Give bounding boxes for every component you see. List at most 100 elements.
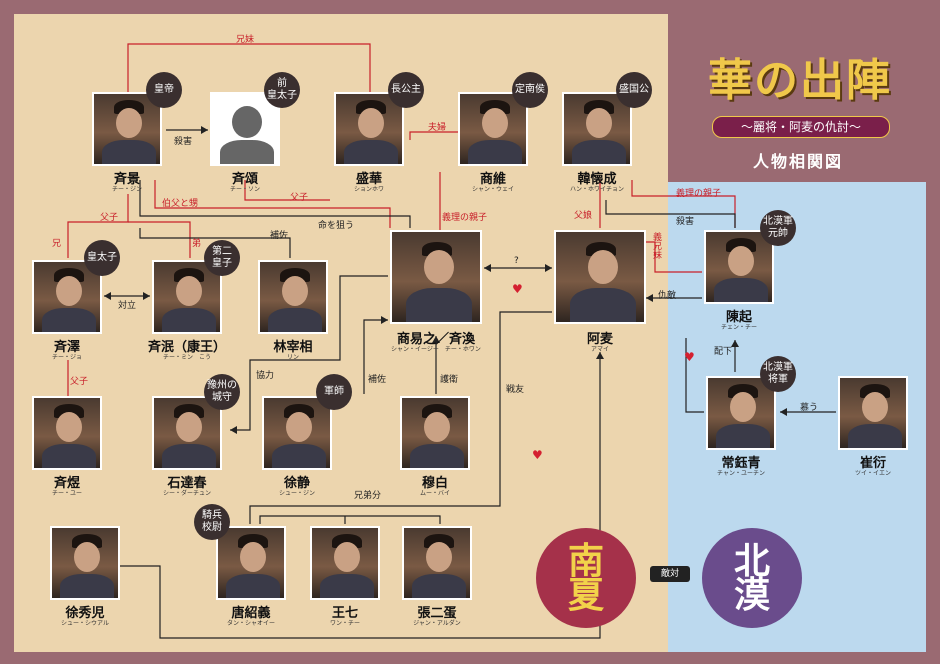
reading-qisong: チー・ソン <box>229 186 260 193</box>
badge-qize: 皇太子 <box>84 240 120 276</box>
name-mubai: 穆白 <box>421 476 448 491</box>
photo-zhangerdan <box>402 526 472 600</box>
name-qiyu: 斉煜 <box>53 476 80 491</box>
reading-xuxiuer: シュー・シウアル <box>61 620 109 627</box>
name-qijing: 斉景 <box>113 172 140 187</box>
rel-rivalry: 対立 <box>118 301 137 311</box>
rel-elder: 兄 <box>52 239 62 249</box>
reading-shangwei: シャン・ウェイ <box>471 186 514 193</box>
arrowhead-xiuer <box>596 352 604 359</box>
rel-question: ? <box>514 256 519 266</box>
rel-guard: 護衛 <box>440 375 459 385</box>
reading-qimin: チー・ミン こう <box>162 354 211 361</box>
badge-changyuqing: 北漠軍 将軍 <box>760 356 796 392</box>
photo-linzaixiang <box>258 260 328 334</box>
name-changyuqing: 常鈺青 <box>721 456 761 471</box>
name-qize: 斉澤 <box>53 340 80 355</box>
chart-caption: 人物相関図 <box>752 152 843 171</box>
name-tangshaoyi: 唐紹義 <box>231 606 271 621</box>
line-father-sons <box>67 194 129 258</box>
badge-xujing: 軍師 <box>316 374 352 410</box>
arrowhead-question-right <box>545 264 552 272</box>
photo-chenqi <box>704 230 774 304</box>
line-adoptive-chen <box>631 180 736 228</box>
arrowhead-assist-xu <box>381 316 388 324</box>
reading-xujing: シュー・ジン <box>278 490 315 497</box>
rel-father-daughter: 父娘 <box>574 211 593 221</box>
enmity-badge: 敵対 <box>650 566 690 582</box>
line-father-son-qisong <box>244 180 330 201</box>
photo-cuiyan <box>838 376 908 450</box>
rel-comrade: 戦友 <box>506 385 525 395</box>
rel-assist-xu: 補佐 <box>368 375 387 385</box>
reading-qijing: チー・ジン <box>111 186 142 193</box>
reading-shenghua: ションホワ <box>353 186 384 193</box>
kingdom-north: 北 漠 <box>702 528 802 628</box>
reading-qize: チー・ジョ <box>51 354 82 361</box>
name-zhangerdan: 張二蛋 <box>417 606 457 621</box>
reading-shidachun: シー・ダーチュン <box>162 490 211 497</box>
kingdom-south: 南 夏 <box>536 528 636 628</box>
line-target <box>139 180 411 228</box>
photo-xujing <box>262 396 332 470</box>
photo-qisong <box>210 92 280 166</box>
name-shangyizhi: 商易之／斉渙 <box>396 332 475 347</box>
reading-linzaixiang: リン <box>286 354 299 361</box>
name-shenghua: 盛華 <box>355 172 382 187</box>
heart-icon: ♥ <box>532 448 543 462</box>
reading-tangshaoyi: タン・シャオイー <box>226 620 275 627</box>
rel-admire: 慕う <box>800 403 819 413</box>
line-father-sons-2 <box>128 221 191 258</box>
line-comrade <box>249 311 552 524</box>
badge-hanhuaicheng: 盛国公 <box>616 72 652 108</box>
arrowhead-enemy <box>646 294 653 302</box>
arrowhead-admire <box>780 408 787 416</box>
name-xujing: 徐静 <box>283 476 310 491</box>
name-xuxiuer: 徐秀児 <box>65 606 105 621</box>
badge-chenqi: 北漠軍 元帥 <box>760 210 796 246</box>
badge-qisong: 前 皇太子 <box>264 72 300 108</box>
badge-qimin: 第二 皇子 <box>204 240 240 276</box>
badge-shenghua: 長公主 <box>388 72 424 108</box>
badge-qijing: 皇帝 <box>146 72 182 108</box>
photo-qiyu <box>32 396 102 470</box>
name-amai: 阿麦 <box>586 332 613 347</box>
line-chen-amai <box>685 338 704 413</box>
name-qisong: 斉頌 <box>231 172 258 187</box>
rel-uncle-nephew: 伯父と甥 <box>162 199 199 209</box>
line-siblings <box>127 43 371 94</box>
name-shidachun: 石達春 <box>167 476 207 491</box>
photo-tangshaoyi <box>216 526 286 600</box>
rel-younger: 弟 <box>192 239 202 249</box>
reading-changyuqing: チャン・ユーチン <box>717 470 765 477</box>
rel-kill-han: 殺害 <box>676 217 695 227</box>
arrowhead-cooperate <box>230 426 237 434</box>
photo-shangyizhi <box>390 230 482 324</box>
rel-enemy: 仇敵 <box>658 291 677 301</box>
arrowhead-question-left <box>484 264 491 272</box>
reading-chenqi: チェン・チー <box>720 324 757 331</box>
arrowhead-subordinate <box>731 340 739 347</box>
name-linzaixiang: 林宰相 <box>273 340 313 355</box>
name-shangwei: 商維 <box>479 172 506 187</box>
photo-qijing <box>92 92 162 166</box>
line-kill-chen <box>605 200 736 228</box>
arrowhead-kill <box>201 126 208 134</box>
photo-wangqi <box>310 526 380 600</box>
photo-qize <box>32 260 102 334</box>
rel-adoptive-shang: 義理の親子 <box>442 213 488 223</box>
rel-siblings: 兄妹 <box>236 35 255 45</box>
reading-qiyu: チー・ユー <box>51 490 82 497</box>
rel-father-sons: 父子 <box>100 213 119 223</box>
heart-icon: ♥ <box>512 282 523 296</box>
photo-changyuqing <box>706 376 776 450</box>
photo-xuxiuer <box>50 526 120 600</box>
photo-shangwei <box>458 92 528 166</box>
name-hanhuaicheng: 韓懐成 <box>577 172 617 187</box>
rel-brothers: 兄弟分 <box>354 491 382 501</box>
logo-subtitle: 〜麗将・阿麦の仇討〜 <box>712 116 890 138</box>
reading-cuiyan: ツイ・イエン <box>855 470 891 477</box>
badge-tangshaoyi: 騎兵 校尉 <box>194 504 230 540</box>
arrowhead-guard <box>432 336 440 343</box>
